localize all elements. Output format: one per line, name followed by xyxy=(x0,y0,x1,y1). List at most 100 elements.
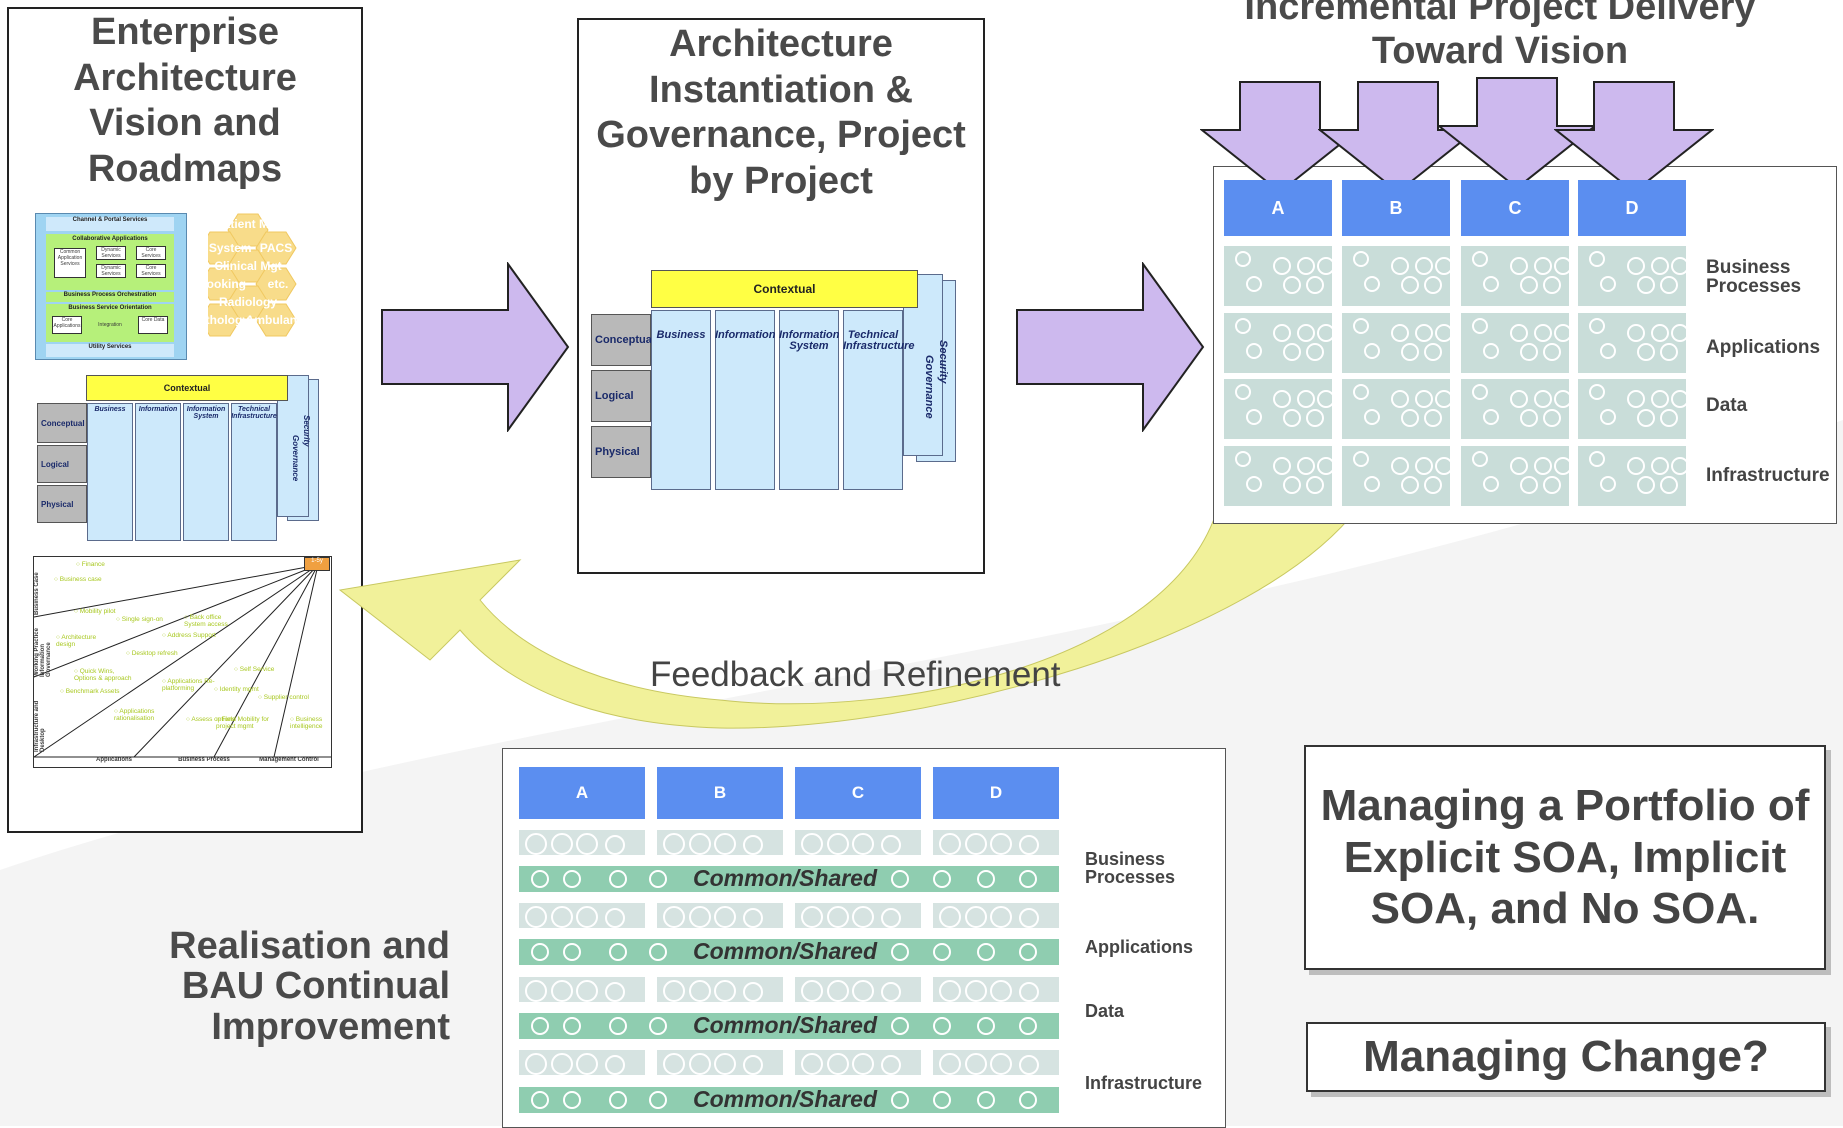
ring-icon xyxy=(1660,343,1679,361)
ring-icon xyxy=(989,1053,1012,1075)
ring-icon xyxy=(525,833,548,855)
ring-icon xyxy=(1434,389,1453,408)
ring-icon xyxy=(1509,389,1528,408)
ring-icon xyxy=(1352,383,1369,400)
honeycomb-label: Patient Mgt xyxy=(216,217,281,231)
ring-icon xyxy=(663,833,686,855)
roadmap-item: ○ Quick Wins, Options & approach xyxy=(74,668,132,682)
ring-icon xyxy=(1306,276,1325,294)
ring-icon xyxy=(989,833,1012,855)
ring-icon xyxy=(1482,476,1499,492)
ring-icon xyxy=(649,943,667,961)
vision-title-line: Enterprise xyxy=(91,11,279,53)
ring-icon xyxy=(742,1055,763,1075)
ring-icon xyxy=(563,1017,581,1035)
ring-icon xyxy=(531,943,549,961)
ring-icon xyxy=(604,835,625,855)
roadmap-item: ○ Assess options xyxy=(186,716,236,723)
ring-icon xyxy=(563,943,581,961)
ring-icon xyxy=(1352,250,1369,267)
ring-icon xyxy=(1283,476,1302,494)
ring-icon xyxy=(1283,409,1302,427)
ring-icon xyxy=(1245,409,1262,425)
ring-icon xyxy=(1534,389,1553,408)
ring-icon xyxy=(1415,389,1434,408)
ring-icon xyxy=(1637,276,1656,294)
soa-box: Core Services xyxy=(136,246,166,260)
ring-icon xyxy=(1245,476,1262,492)
ring-icon xyxy=(801,1053,824,1075)
ring-icon xyxy=(851,833,874,855)
layer-label: Business Processes xyxy=(1085,849,1176,887)
ring-icon xyxy=(964,980,987,1002)
down-arrow xyxy=(1318,81,1478,194)
ring-icon xyxy=(550,906,573,928)
ring-icon xyxy=(880,1055,901,1075)
project-tile: B xyxy=(657,767,783,819)
realisation-title: Realisation and BAU Continual Improvemen… xyxy=(120,926,450,1047)
honeycomb-label: Clinical Mgt xyxy=(214,259,281,273)
ring-icon xyxy=(1234,450,1251,467)
realisation-title-line: Improvement xyxy=(211,1005,450,1048)
ring-icon xyxy=(742,908,763,928)
ring-icon xyxy=(609,1017,627,1035)
common-shared-label: Common/Shared xyxy=(693,865,878,891)
roadmap-lines xyxy=(34,564,331,758)
down-arrow xyxy=(1200,81,1360,194)
ring-icon xyxy=(649,1091,667,1109)
framework-column xyxy=(779,310,839,490)
ring-icon xyxy=(1670,256,1689,275)
ring-icon xyxy=(1234,250,1251,267)
ring-icon xyxy=(649,870,667,888)
ring-icon xyxy=(964,833,987,855)
framework-column xyxy=(651,310,711,490)
ring-icon xyxy=(1543,476,1562,494)
ring-icon xyxy=(1434,256,1453,275)
roadmap-item: ○ Identity mgmt xyxy=(214,686,259,693)
ring-icon xyxy=(604,982,625,1002)
ring-icon xyxy=(1660,276,1679,294)
ring-icon xyxy=(1018,835,1039,855)
ring-icon xyxy=(742,835,763,855)
ring-icon xyxy=(939,980,962,1002)
roadmap-item: ○ Finance xyxy=(76,561,105,568)
vision-title: Enterprise Architecture Vision and Roadm… xyxy=(12,10,358,192)
governance-title-line: Governance, Project xyxy=(596,114,966,157)
ring-icon xyxy=(939,833,962,855)
roadmap-axis-label: Applications xyxy=(95,757,132,763)
roadmap-item: ○ Applications rationalisation xyxy=(114,708,155,722)
layer-label: Data xyxy=(1706,395,1748,416)
ring-icon xyxy=(1543,343,1562,361)
ring-icon xyxy=(1283,343,1302,361)
framework-row-label: Physical xyxy=(591,426,651,478)
ring-icon xyxy=(1272,389,1291,408)
ring-icon xyxy=(891,1091,909,1109)
project-tile: A xyxy=(519,767,645,819)
framework-header: Contextual xyxy=(651,270,918,308)
ring-icon xyxy=(1390,323,1409,342)
ring-icon xyxy=(1272,256,1291,275)
vision-title-line: Architecture xyxy=(73,56,297,99)
ring-icon xyxy=(1599,276,1616,292)
ring-icon xyxy=(989,906,1012,928)
framework-column xyxy=(715,310,775,490)
ring-icon xyxy=(1651,323,1670,342)
vision-title-line: Roadmaps xyxy=(87,147,283,190)
ring-icon xyxy=(1401,409,1420,427)
realisation-title-line: Realisation and xyxy=(169,925,450,967)
soa-layer-label: Business Process Orchestration xyxy=(46,292,174,302)
ring-icon xyxy=(1401,343,1420,361)
ring-icon xyxy=(1651,456,1670,475)
ring-icon xyxy=(1316,456,1335,475)
ring-icon xyxy=(977,943,995,961)
ring-icon xyxy=(663,906,686,928)
ring-icon xyxy=(525,906,548,928)
framework-row-label: Conceptual xyxy=(37,403,87,443)
roadmap-item: ○ Single sign-on xyxy=(116,616,163,623)
roadmap-item: ○ Desktop refresh xyxy=(126,650,178,657)
ring-icon xyxy=(531,870,549,888)
roadmap-item: ○ Supplier control xyxy=(258,694,309,701)
honeycomb-diagram: Patient Mgt GP System PACS Clinical Mgt … xyxy=(208,213,311,337)
ring-icon xyxy=(1424,476,1443,494)
ring-icon xyxy=(1651,256,1670,275)
